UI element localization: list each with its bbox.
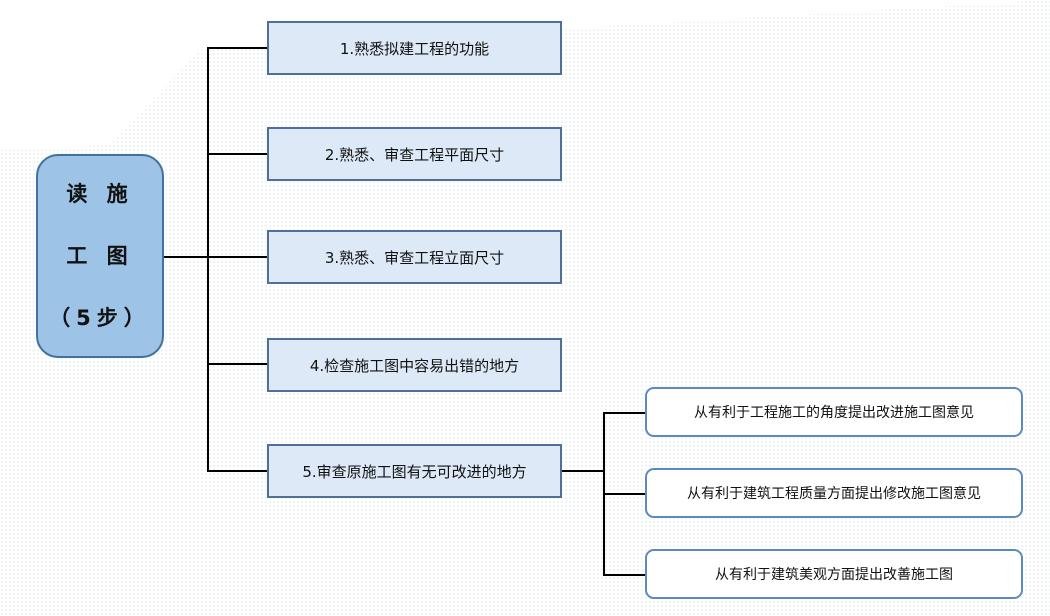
connector-sub-2: [603, 493, 646, 495]
root-title-line-3: （5步）: [49, 306, 151, 330]
step-label: 2.熟悉、审查工程平面尺寸: [324, 145, 505, 164]
root-title-line-1: 读 施: [66, 182, 134, 206]
substep-node-1[interactable]: 从有利于工程施工的角度提出改进施工图意见: [645, 387, 1023, 437]
step-node-1[interactable]: 1.熟悉拟建工程的功能: [267, 21, 562, 75]
connector-root: [164, 256, 208, 258]
step-node-5[interactable]: 5.审查原施工图有无可改进的地方: [267, 444, 562, 498]
connector-step5-out: [562, 470, 605, 472]
connector-step-1: [207, 47, 268, 49]
connector-sub-1: [603, 412, 646, 414]
substep-label: 从有利于建筑美观方面提出改善施工图: [715, 567, 953, 583]
step-node-3[interactable]: 3.熟悉、审查工程立面尺寸: [267, 230, 562, 284]
step-node-2[interactable]: 2.熟悉、审查工程平面尺寸: [267, 127, 562, 181]
connector-step-4: [207, 363, 268, 365]
connector-step-3: [207, 256, 268, 258]
step-label: 4.检查施工图中容易出错的地方: [309, 356, 520, 375]
step-label: 3.熟悉、审查工程立面尺寸: [324, 248, 505, 267]
connector-step-2: [207, 153, 268, 155]
step-node-4[interactable]: 4.检查施工图中容易出错的地方: [267, 338, 562, 392]
connector-step-5: [207, 470, 268, 472]
substep-node-2[interactable]: 从有利于建筑工程质量方面提出修改施工图意见: [645, 468, 1023, 518]
substep-node-3[interactable]: 从有利于建筑美观方面提出改善施工图: [645, 549, 1023, 599]
substep-label: 从有利于工程施工的角度提出改进施工图意见: [694, 405, 974, 421]
connector-trunk: [207, 47, 209, 472]
step-label: 1.熟悉拟建工程的功能: [339, 39, 490, 58]
root-node[interactable]: 读 施 工 图 （5步）: [36, 154, 164, 358]
substep-label: 从有利于建筑工程质量方面提出修改施工图意见: [687, 486, 981, 502]
root-title-line-2: 工 图: [66, 244, 134, 268]
step-label: 5.审查原施工图有无可改进的地方: [302, 462, 527, 481]
connector-sub-3: [603, 574, 646, 576]
